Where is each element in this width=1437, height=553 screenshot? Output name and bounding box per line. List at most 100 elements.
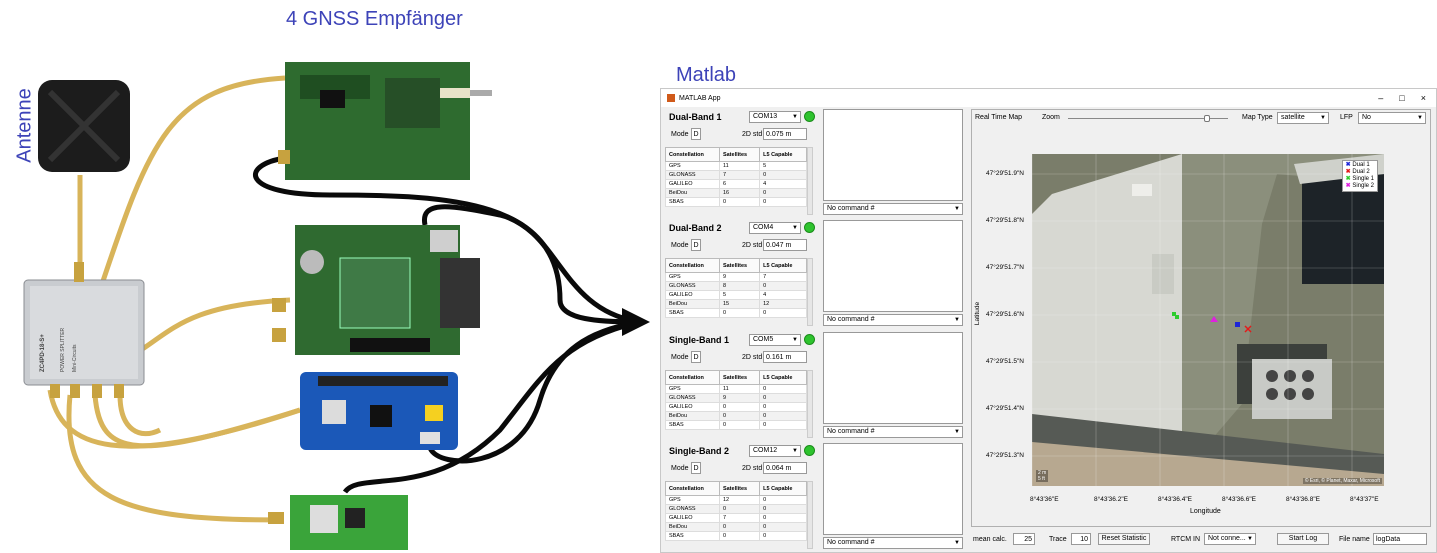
legend-marker-icon: ✖ <box>1345 176 1351 182</box>
command-log[interactable] <box>823 109 963 201</box>
legend-label: Dual 2 <box>1352 169 1370 175</box>
column-header[interactable]: Constellation <box>665 147 720 162</box>
mean-calc-label: mean calc. <box>973 536 1007 543</box>
zoom-slider-thumb[interactable] <box>1204 115 1211 122</box>
column-header[interactable]: Satellites <box>718 481 761 496</box>
file-name-value: logData <box>1376 536 1401 543</box>
column-header[interactable]: Constellation <box>665 258 720 273</box>
command-select[interactable]: No command #▼ <box>823 314 963 326</box>
command-select[interactable]: No command #▼ <box>823 203 963 215</box>
column-header[interactable]: Satellites <box>718 258 761 273</box>
table-cell: GALILEO <box>665 402 720 412</box>
table-cell: 0 <box>759 504 807 514</box>
table-cell: 0 <box>759 188 807 198</box>
table-cell: 12 <box>718 495 761 505</box>
column-header[interactable]: L5 Capable <box>759 147 807 162</box>
command-log[interactable] <box>823 220 963 312</box>
table-cell: SBAS <box>665 531 720 541</box>
rtcm-select[interactable]: Not conne...▼ <box>1204 533 1256 545</box>
map-type-select[interactable]: satellite▼ <box>1277 112 1329 124</box>
table-cell: GALILEO <box>665 513 720 523</box>
command-log[interactable] <box>823 332 963 424</box>
minimize-button[interactable]: – <box>1378 93 1384 103</box>
column-header[interactable]: L5 Capable <box>759 258 807 273</box>
command-value: No command # <box>827 428 875 435</box>
cable-receiver-1 <box>97 75 286 291</box>
table-cell: 7 <box>718 513 761 523</box>
std-value-box: 0.047 m <box>763 239 807 251</box>
table-cell: 0 <box>759 393 807 403</box>
com-port-select[interactable]: COM4 ▼ <box>749 222 801 234</box>
column-header[interactable]: Constellation <box>665 370 720 385</box>
close-button[interactable]: × <box>1420 93 1426 103</box>
column-header[interactable]: Constellation <box>665 481 720 496</box>
table-cell: 0 <box>718 308 761 318</box>
legend-entry: ✖ Single 1 <box>1346 176 1374 183</box>
zoom-slider[interactable] <box>1068 115 1228 122</box>
table-scrollbar[interactable] <box>807 147 813 215</box>
file-name-input[interactable]: logData <box>1373 533 1427 545</box>
chevron-down-icon: ▼ <box>792 225 798 231</box>
table-scrollbar[interactable] <box>807 258 813 326</box>
com-port-select[interactable]: COM13▼ <box>749 111 801 123</box>
receiver-board-2 <box>272 225 480 355</box>
table-cell: GPS <box>665 384 720 394</box>
mean-calc-input[interactable]: 25 <box>1013 533 1035 545</box>
chevron-down-icon: ▼ <box>1247 536 1253 542</box>
column-header[interactable]: L5 Capable <box>759 370 807 385</box>
command-select[interactable]: No command #▼ <box>823 426 963 438</box>
table-cell: 0 <box>718 197 761 207</box>
map-type-value: satellite <box>1281 114 1305 121</box>
satellite-map[interactable]: ✖ Dual 1✖ Dual 2✖ Single 1✖ Single 2 © E… <box>1032 154 1384 486</box>
reset-statistic-button[interactable]: Reset Statistic <box>1098 533 1150 545</box>
table-scrollbar[interactable] <box>807 481 813 549</box>
table-cell: 0 <box>759 495 807 505</box>
usb-cable-2 <box>422 204 641 325</box>
table-cell: 11 <box>718 384 761 394</box>
com-port-select[interactable]: COM12▼ <box>749 445 801 457</box>
receiver-board-4 <box>268 495 408 550</box>
splitter-model-label: ZC4PD-18-S+ <box>40 302 46 372</box>
legend-label: Dual 1 <box>1352 162 1370 168</box>
trace-input[interactable]: 10 <box>1071 533 1091 545</box>
command-select[interactable]: No command #▼ <box>823 537 963 549</box>
start-log-button[interactable]: Start Log <box>1277 533 1329 545</box>
table-cell: 0 <box>759 281 807 291</box>
table-cell: 6 <box>718 179 761 189</box>
command-log[interactable] <box>823 443 963 535</box>
column-header[interactable]: Satellites <box>718 147 761 162</box>
marker-dual-1 <box>1235 322 1240 327</box>
maximize-button[interactable]: □ <box>1399 93 1405 103</box>
matlab-heading: Matlab <box>676 64 737 86</box>
table-scrollbar[interactable] <box>807 370 813 438</box>
column-header[interactable]: L5 Capable <box>759 481 807 496</box>
splitter-model: ZC4PD-18-S+ <box>40 334 46 372</box>
column-header[interactable]: Satellites <box>718 370 761 385</box>
lfp-select[interactable]: No▼ <box>1358 112 1426 124</box>
com-port-select[interactable]: COM5▼ <box>749 334 801 346</box>
com-port-value: COM4 <box>753 224 774 231</box>
table-cell: 9 <box>718 272 761 282</box>
